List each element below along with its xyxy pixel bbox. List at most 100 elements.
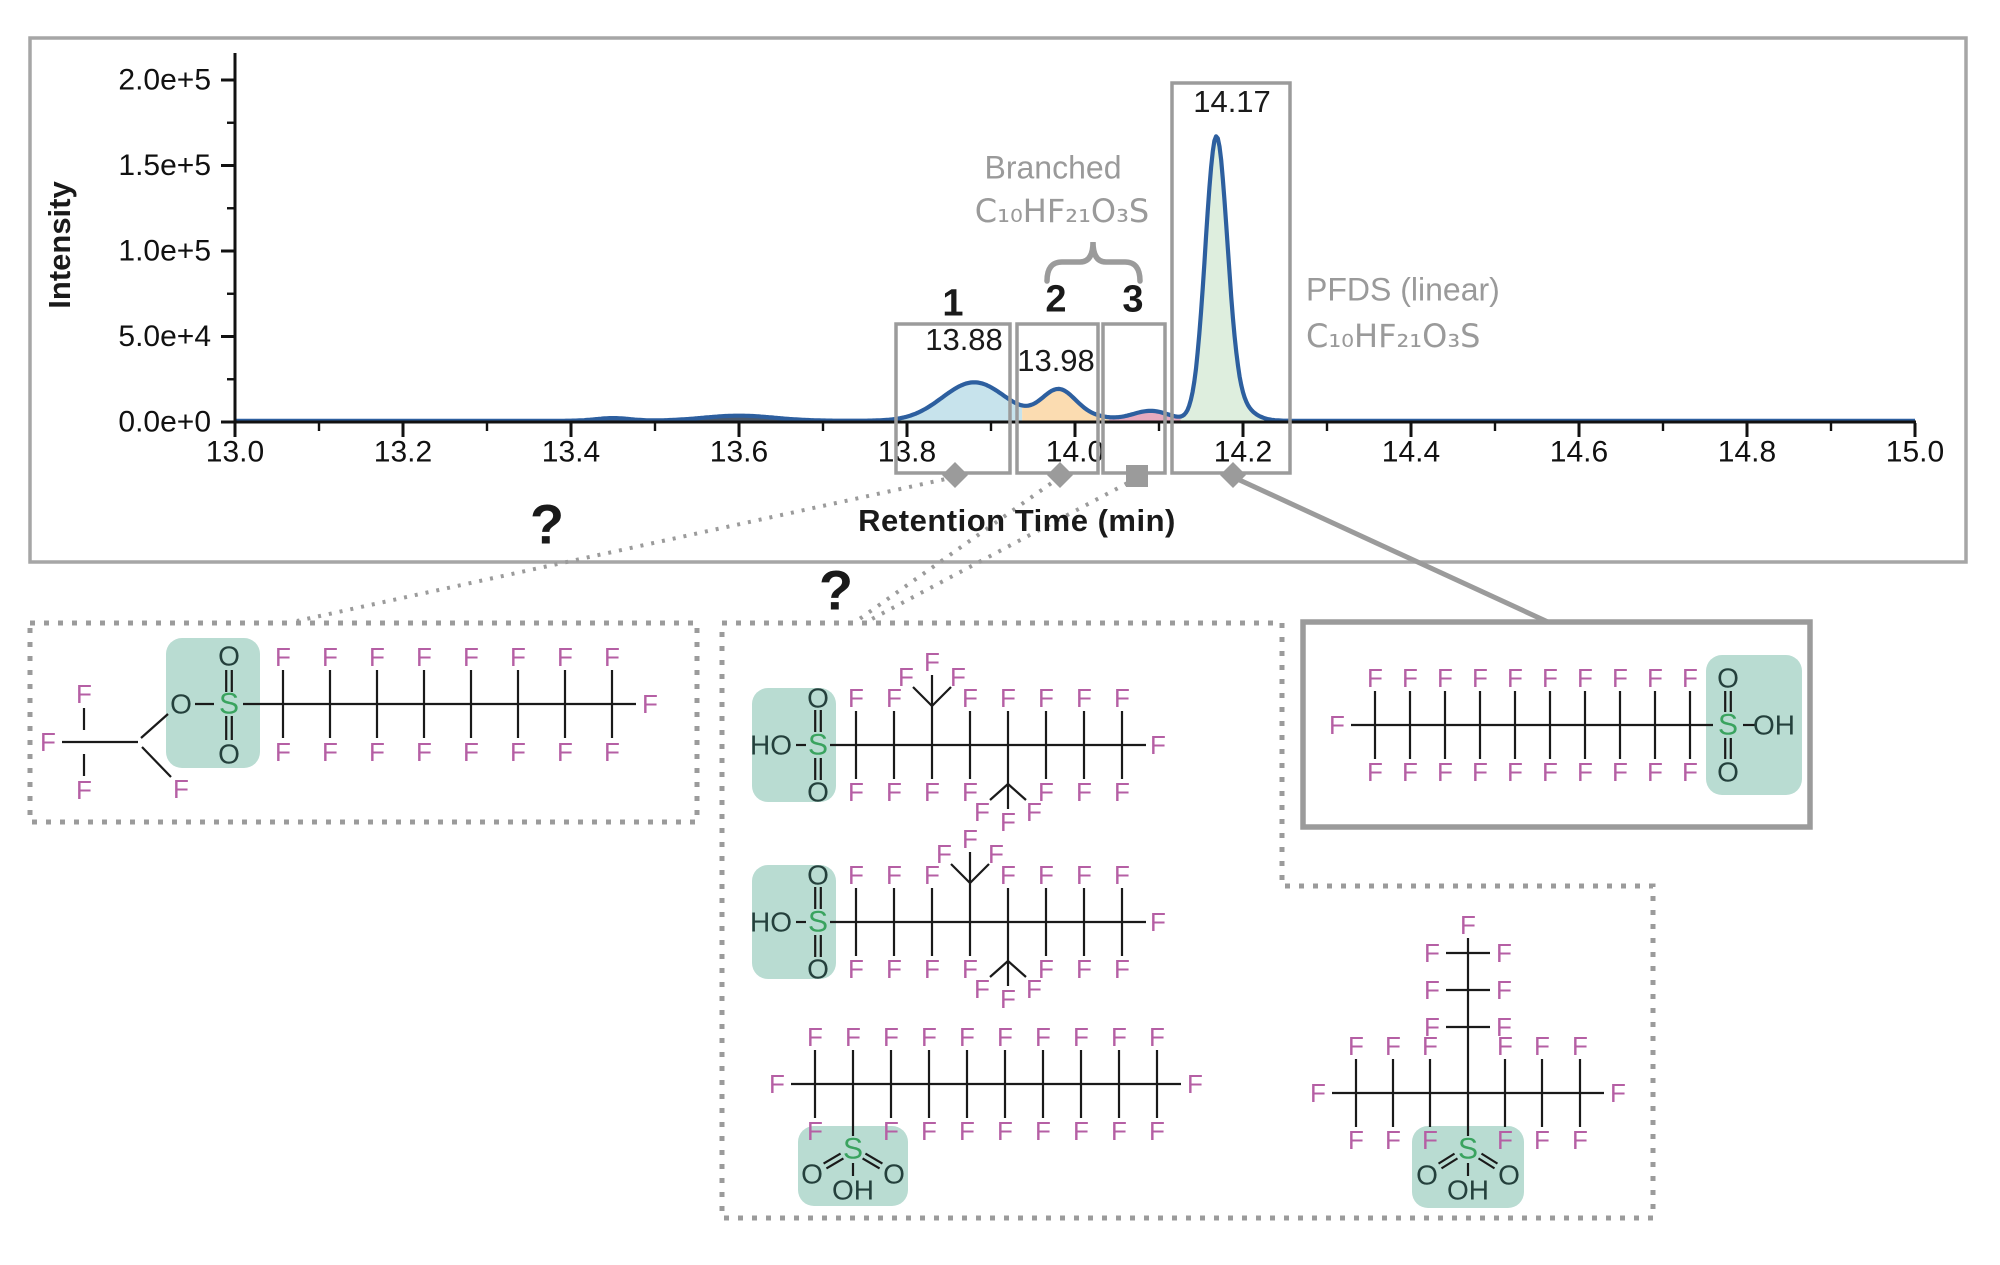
peak-fill-4: [1180, 136, 1302, 421]
cross-branched-isomer-atom-F: F: [1424, 1012, 1440, 1042]
linear-pfds-atom-F: F: [1437, 663, 1453, 693]
linear-pfds-atom-F: F: [1367, 663, 1383, 693]
cross-branched-isomer-atom-F: F: [1496, 975, 1512, 1005]
question-mark-left: ?: [529, 492, 565, 556]
branched-isomer-1-atom-HO: HO: [750, 730, 792, 761]
peak-marker-diamond-1: [942, 462, 968, 488]
peak-2-number: 2: [1045, 278, 1067, 321]
sulfo-2-position-isomer-atom-F: F: [1111, 1022, 1127, 1052]
x-tick-label: 13.4: [542, 436, 600, 469]
branched-isomer-2-atom-F: F: [1150, 907, 1166, 937]
branched-isomer-2-atom-F: F: [924, 860, 940, 890]
linear-pfds-atom-OH: OH: [1753, 710, 1795, 741]
connector-4-solid: [1231, 474, 1550, 625]
linear-pfds-atom-F: F: [1577, 757, 1593, 787]
structure-box-branched-candidates: [719, 620, 1656, 1221]
branched-isomer-1-atom-F: F: [886, 777, 902, 807]
ester-isomer-bond: [140, 713, 169, 739]
branched-isomer-2-atom-F: F: [886, 860, 902, 890]
sulfo-2-position-isomer-atom-F: F: [845, 1022, 861, 1052]
branched-isomer-2-bond: [969, 863, 990, 884]
cross-branched-isomer-double-bond: [1437, 1152, 1456, 1165]
ester-isomer-atom-F: F: [369, 642, 385, 672]
cross-branched-isomer-atom-F: F: [1534, 1031, 1550, 1061]
x-tick-label: 14.6: [1550, 436, 1608, 469]
sulfo-2-position-isomer-atom-F: F: [921, 1022, 937, 1052]
branched-isomer-1-bond: [912, 686, 933, 707]
peak-1-number: 1: [942, 282, 964, 325]
ester-isomer-atom-F: F: [76, 679, 92, 709]
question-mark-middle: ?: [818, 558, 854, 622]
y-tick-label: 1.0e+5: [118, 235, 211, 268]
peak-3-number: 3: [1122, 278, 1144, 321]
cross-branched-isomer-atom-F: F: [1424, 938, 1440, 968]
ester-isomer-atom-F: F: [510, 737, 526, 767]
cross-branched-isomer-atom-F: F: [1572, 1125, 1588, 1155]
y-tick-label: 5.0e+4: [118, 320, 211, 353]
pfds-linear-formula: C₁₀HF₂₁O₃S: [1306, 317, 1481, 355]
ester-isomer-atom-O: O: [218, 739, 240, 770]
branched-isomer-2-bond: [950, 863, 971, 884]
branched-isomer-2-atom-F: F: [1114, 954, 1130, 984]
sulfo-2-position-isomer-atom-F: F: [1073, 1022, 1089, 1052]
x-tick-label: 14.2: [1214, 436, 1272, 469]
cross-branched-isomer-atom-O: O: [1416, 1160, 1438, 1191]
linear-pfds-atom-F: F: [1402, 757, 1418, 787]
linear-pfds-atom-F: F: [1472, 663, 1488, 693]
branched-isomer-1-atom-F: F: [962, 683, 978, 713]
cross-branched-isomer-double-bond: [1440, 1157, 1459, 1170]
linear-pfds-atom-O: O: [1717, 663, 1739, 694]
linear-pfds-atom-F: F: [1612, 663, 1628, 693]
ester-isomer-bond: [141, 746, 172, 778]
branched-isomer-2-atom-F: F: [886, 954, 902, 984]
y-tick-label: 0.0e+0: [118, 406, 211, 439]
peak-4-retention-time: 14.17: [1193, 84, 1271, 119]
pfds-linear-annotation: PFDS (linear): [1306, 271, 1500, 308]
ester-isomer-atom-F: F: [275, 642, 291, 672]
ester-isomer-atom-F: F: [463, 737, 479, 767]
branched-isomer-2-atom-F: F: [1076, 860, 1092, 890]
sulfo-2-position-isomer-atom-F: F: [1073, 1116, 1089, 1146]
branched-isomer-1-atom-F: F: [1038, 683, 1054, 713]
branched-isomer-2-atom-F: F: [974, 974, 990, 1004]
linear-pfds-atom-F: F: [1542, 757, 1558, 787]
x-tick-label: 14.0: [1046, 436, 1104, 469]
sulfo-2-position-isomer-atom-F: F: [807, 1022, 823, 1052]
sulfo-2-position-isomer-atom-F: F: [883, 1022, 899, 1052]
branched-isomer-1-atom-O: O: [807, 683, 829, 714]
cross-branched-isomer-atom-F: F: [1460, 910, 1476, 940]
ester-isomer-atom-F: F: [604, 737, 620, 767]
linear-pfds-atom-O: O: [1717, 757, 1739, 788]
connector-3-dotted: [869, 476, 1138, 622]
peak-1-retention-time: 13.88: [925, 322, 1003, 357]
sulfo-2-position-isomer-atom-OH: OH: [832, 1175, 874, 1206]
ester-isomer-atom-F: F: [322, 642, 338, 672]
ester-isomer-atom-F: F: [557, 642, 573, 672]
x-tick-label: 13.2: [374, 436, 432, 469]
linear-pfds-atom-F: F: [1647, 663, 1663, 693]
ester-isomer-atom-F: F: [173, 774, 189, 804]
cross-branched-isomer-atom-F: F: [1348, 1125, 1364, 1155]
branched-isomer-2-atom-F: F: [924, 954, 940, 984]
y-tick-label: 1.5e+5: [118, 149, 211, 182]
linear-pfds-atom-F: F: [1682, 757, 1698, 787]
ester-isomer-atom-O: O: [170, 689, 192, 720]
sulfo-2-position-isomer-atom-F: F: [1035, 1116, 1051, 1146]
sulfo-2-position-isomer-atom-F: F: [959, 1116, 975, 1146]
branched-isomer-1-bond: [931, 686, 952, 707]
branched-isomer-1-atom-F: F: [1150, 730, 1166, 760]
branched-isomer-2-atom-F: F: [1026, 974, 1042, 1004]
cross-branched-isomer-double-bond: [1477, 1157, 1496, 1170]
ester-isomer-atom-F: F: [416, 737, 432, 767]
branched-isomer-2-bond: [989, 960, 1009, 978]
cross-branched-isomer-atom-F: F: [1496, 1012, 1512, 1042]
sulfo-2-position-isomer-atom-F: F: [883, 1116, 899, 1146]
ester-isomer-atom-F: F: [557, 737, 573, 767]
branched-isomer-2-atom-F: F: [962, 824, 978, 854]
sulfo-2-position-isomer-double-bond: [823, 1152, 842, 1165]
connector-1-dotted: [296, 475, 956, 623]
x-tick-label: 14.4: [1382, 436, 1440, 469]
branched-isomer-2-atom-S: S: [808, 906, 828, 939]
